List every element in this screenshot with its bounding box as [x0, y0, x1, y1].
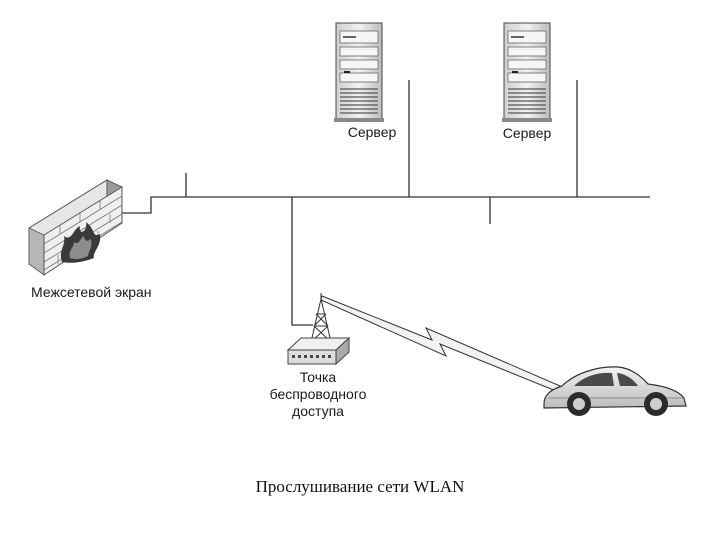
network-cabling	[121, 80, 650, 326]
fire-icon	[60, 222, 101, 263]
firewall-label: Межсетевой экран	[31, 284, 152, 300]
wireless-access-point-icon	[286, 336, 351, 366]
car-icon	[543, 366, 687, 416]
figure-caption: Прослушивание сети WLAN	[255, 477, 465, 496]
server-right-icon	[502, 22, 552, 122]
access-point-label-line3: доступа	[292, 403, 344, 419]
access-point-label-line2: беспроводного	[269, 386, 367, 402]
server-left-label: Сервер	[347, 124, 397, 140]
firewall-link	[121, 196, 650, 214]
antenna-tower-icon	[310, 293, 332, 343]
lightning-signal-icon	[320, 295, 561, 392]
server-right-label: Сервер	[502, 125, 552, 141]
access-point-link	[291, 197, 313, 326]
access-point-label-line1: Точка	[299, 369, 337, 385]
server-left-icon	[334, 22, 384, 122]
